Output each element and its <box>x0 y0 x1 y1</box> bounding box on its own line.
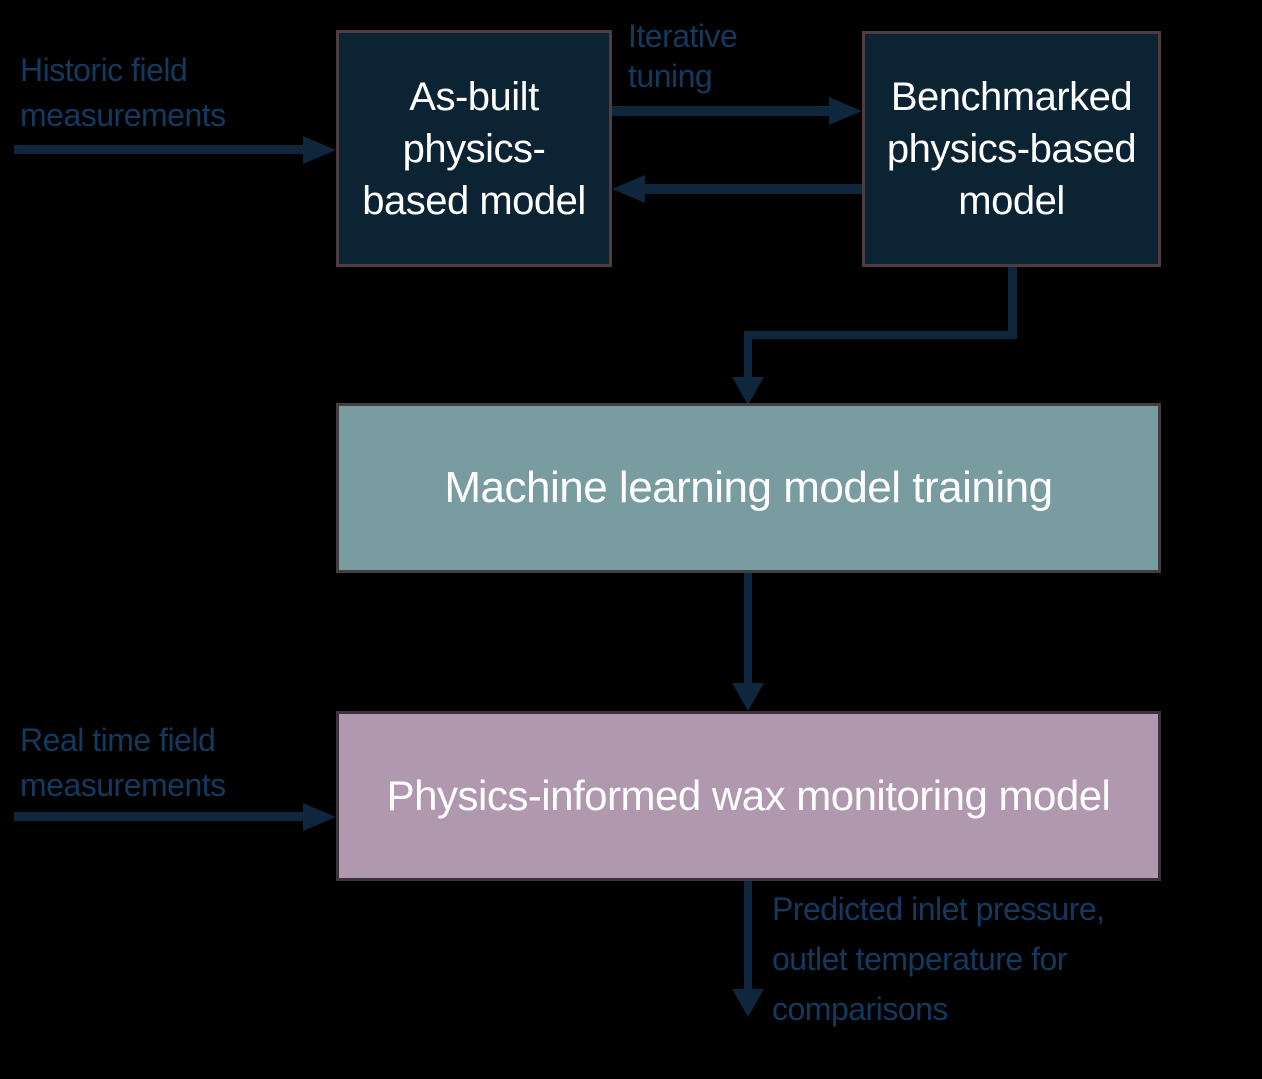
arrow-shaft <box>744 881 752 989</box>
arrow-head <box>732 989 764 1017</box>
label-line: Historic field <box>20 52 188 88</box>
box-text-line: based model <box>362 178 586 223</box>
arrow-head <box>732 377 764 405</box>
arrow-head <box>303 136 336 164</box>
arrow-shaft <box>645 184 862 194</box>
arrow-head <box>612 175 645 203</box>
label-line: Predicted inlet pressure, <box>772 891 1105 927</box>
connector-segment <box>744 339 752 377</box>
label-line: comparisons <box>772 991 948 1027</box>
label-line: measurements <box>20 767 226 803</box>
label-line: Real time field <box>20 722 216 758</box>
box-text-line: physics-based <box>886 127 1137 171</box>
box-wax-monitoring: Physics-informed wax monitoring model <box>336 711 1161 881</box>
arrow-shaft <box>612 106 829 116</box>
label-line: outlet temperature for <box>772 941 1067 977</box>
arrow-head <box>732 683 764 711</box>
box-text-line: Benchmarked <box>890 75 1133 119</box>
connector-segment <box>1008 267 1017 339</box>
label-realtime-measurements: Real time field measurements <box>20 718 226 808</box>
box-benchmarked-model: Benchmarked physics-based model <box>862 31 1161 267</box>
box-as-built-model: As-built physics- based model <box>336 30 612 267</box>
connector-segment <box>744 331 1017 339</box>
label-line: Iterative <box>628 18 738 54</box>
label-historic-measurements: Historic field measurements <box>20 48 226 138</box>
arrow-shaft <box>14 812 304 821</box>
label-iterative-tuning: Iterative tuning <box>628 16 738 96</box>
box-ml-training: Machine learning model training <box>336 403 1161 573</box>
box-text-line: physics- <box>402 126 546 171</box>
box-text-line: model <box>958 179 1065 223</box>
label-predicted-output: Predicted inlet pressure, outlet tempera… <box>772 884 1105 1034</box>
label-line: measurements <box>20 97 226 133</box>
arrow-shaft <box>14 145 304 154</box>
box-text-line: Physics-informed wax monitoring model <box>386 772 1111 819</box>
box-text-line: Machine learning model training <box>444 463 1053 512</box>
label-line: tuning <box>628 58 713 94</box>
arrow-head <box>829 97 862 125</box>
box-text-line: As-built <box>409 74 539 119</box>
arrow-head <box>303 803 336 831</box>
arrow-shaft <box>744 573 752 683</box>
